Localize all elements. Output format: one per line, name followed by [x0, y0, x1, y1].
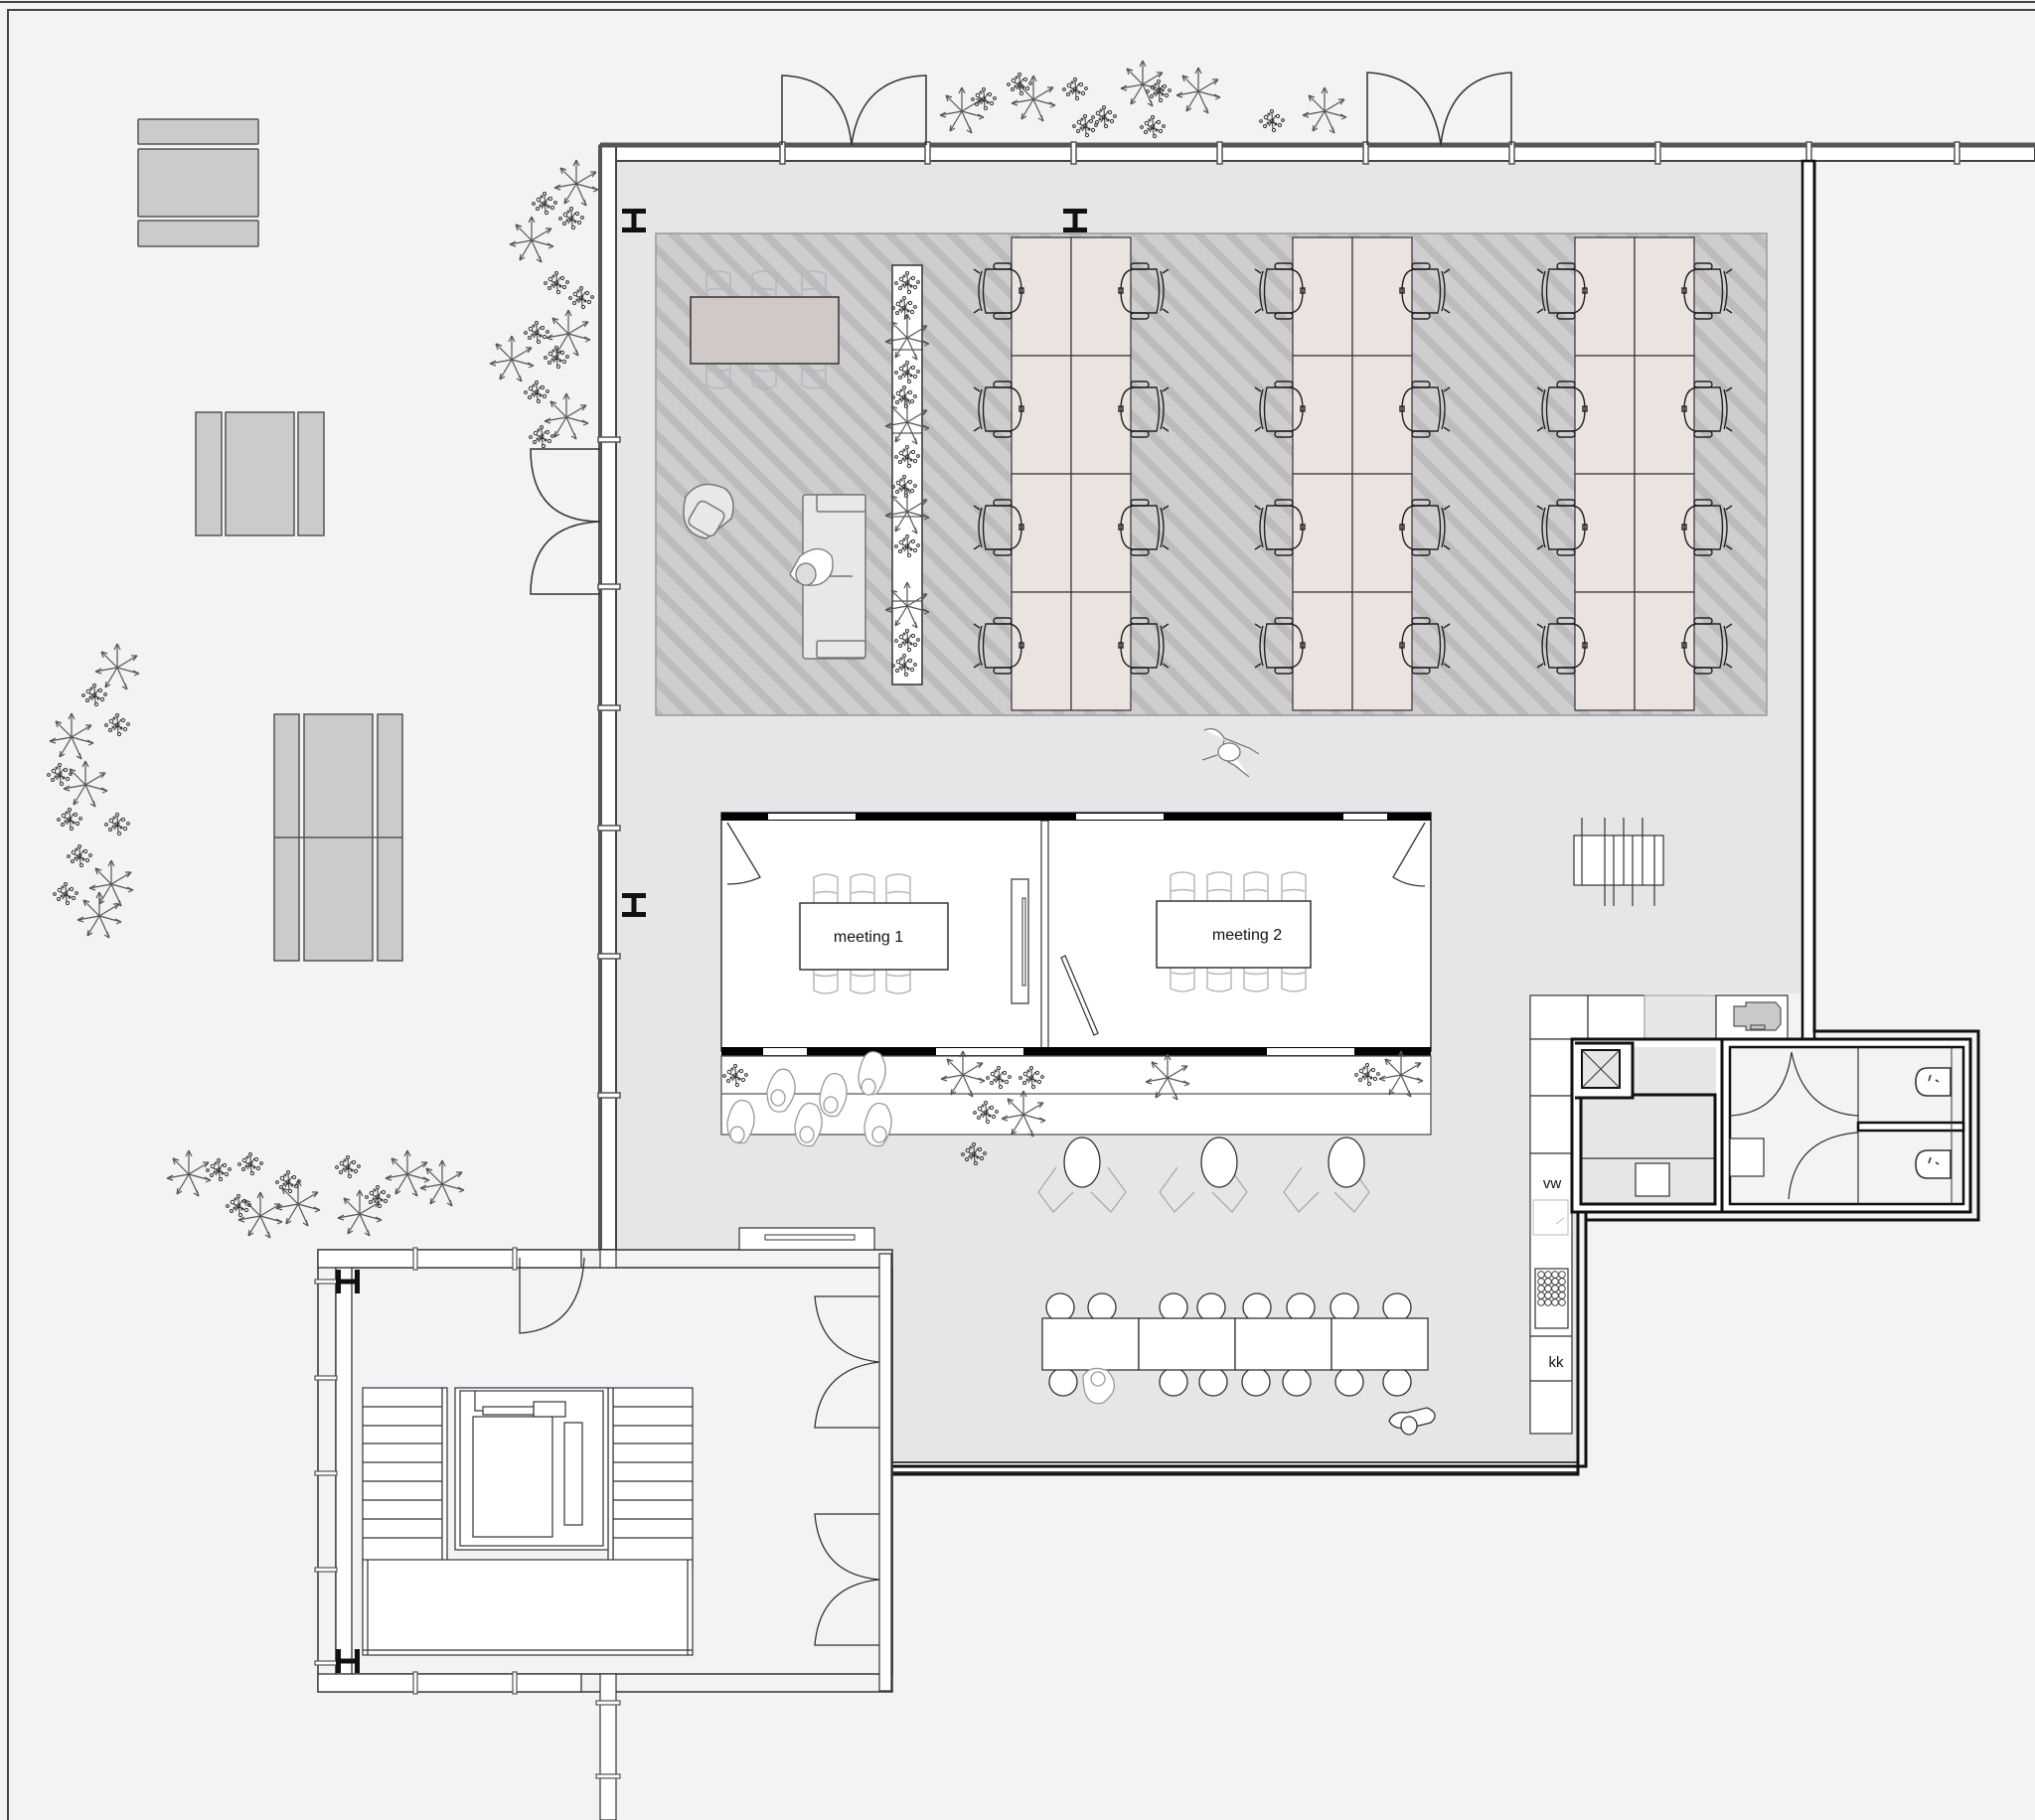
desk	[1351, 591, 1413, 711]
restroom-doors[interactable]	[1729, 1051, 1859, 1200]
stool	[1159, 1367, 1188, 1397]
stool	[1242, 1292, 1272, 1322]
meeting-room-1-label: meeting 1	[834, 929, 903, 946]
stool	[1334, 1367, 1364, 1397]
meeting-room-1-table	[799, 902, 949, 971]
desk-cluster	[973, 236, 1170, 711]
cafe-tables	[1037, 1137, 1370, 1213]
stool	[1159, 1292, 1188, 1322]
top-door-1[interactable]	[781, 75, 927, 146]
desk	[1574, 591, 1636, 711]
sliding-panel[interactable]	[1060, 955, 1099, 1036]
stool	[1241, 1367, 1271, 1397]
long-table	[1041, 1317, 1429, 1371]
person-on-floor	[1388, 1407, 1436, 1436]
desk	[1011, 591, 1072, 711]
desk-cluster	[1536, 236, 1733, 711]
elevator[interactable]	[454, 1387, 609, 1551]
desk	[1634, 355, 1695, 475]
toilet-icon-2	[1915, 1149, 1952, 1179]
desk-cluster	[1254, 236, 1451, 711]
desk	[1574, 473, 1636, 593]
west-door[interactable]	[530, 448, 601, 595]
desk	[1574, 355, 1636, 475]
desk	[1070, 236, 1132, 357]
planter-divider	[884, 264, 930, 685]
outdoor-bench-set-1	[137, 118, 259, 247]
stool	[1282, 1367, 1312, 1397]
person-on-sofa	[789, 547, 834, 586]
burner	[1558, 1298, 1566, 1306]
stair-core-east-doors[interactable]	[814, 1295, 880, 1646]
stair-core-mullions	[314, 1247, 621, 1779]
desk	[1011, 473, 1072, 593]
desk	[1292, 355, 1353, 475]
meeting-room-2-door[interactable]	[1392, 822, 1426, 887]
window-mullions	[597, 141, 1960, 1099]
armchair	[683, 483, 734, 539]
sofa	[802, 494, 866, 660]
stair-core-entry-door[interactable]	[519, 1257, 585, 1334]
meeting-room-2-table	[1156, 900, 1312, 969]
seated-person	[1082, 1367, 1115, 1405]
toilet-icon-1	[1915, 1067, 1952, 1097]
kitchen-walls	[882, 161, 1980, 1476]
desk	[1634, 236, 1695, 357]
desk	[1292, 236, 1353, 357]
walking-person	[1201, 727, 1260, 778]
desk	[1351, 236, 1413, 357]
kitchen-counter-west	[1529, 1038, 1573, 1435]
utility-room	[1570, 1037, 1724, 1214]
sink-icon	[1532, 1199, 1569, 1236]
kitchen-label-kk: kk	[1549, 1354, 1565, 1371]
top-door-2[interactable]	[1366, 72, 1512, 146]
meeting-rooms	[720, 812, 1432, 1056]
desk	[1574, 236, 1636, 357]
kitchen-counter-top	[1529, 994, 1789, 1040]
stool	[1330, 1292, 1359, 1322]
stool	[1198, 1367, 1228, 1397]
kitchen-label-vw: vw	[1543, 1175, 1562, 1192]
east-wall	[1800, 159, 1816, 1043]
desk	[1351, 355, 1413, 475]
stool	[1382, 1367, 1412, 1397]
desk	[1070, 473, 1132, 593]
stool	[1048, 1367, 1078, 1397]
desk	[1634, 473, 1695, 593]
stool	[1196, 1292, 1226, 1322]
desk	[1292, 591, 1353, 711]
dining-table	[690, 296, 840, 365]
small-stair	[1573, 818, 1664, 906]
desk	[1070, 591, 1132, 711]
desk	[1634, 591, 1695, 711]
people-group	[726, 1050, 892, 1147]
desk	[1292, 473, 1353, 593]
staircase[interactable]	[362, 1387, 694, 1656]
vehicle-icon	[1733, 1001, 1782, 1031]
desk	[1011, 355, 1072, 475]
outdoor-bench-set-3	[273, 713, 403, 962]
desk	[1070, 355, 1132, 475]
desk	[1011, 236, 1072, 357]
meeting-room-2-label: meeting 2	[1212, 927, 1282, 944]
outdoor-bench-set-2	[195, 411, 325, 536]
cooktop-icon	[1534, 1268, 1569, 1329]
stool	[1087, 1292, 1117, 1322]
stool	[1286, 1292, 1316, 1322]
meeting-room-1-door[interactable]	[726, 822, 761, 885]
desk	[1351, 473, 1413, 593]
restroom-block	[1720, 1037, 1972, 1214]
stool	[1045, 1292, 1075, 1322]
stool	[1382, 1292, 1412, 1322]
site-boundary	[7, 9, 2035, 1820]
